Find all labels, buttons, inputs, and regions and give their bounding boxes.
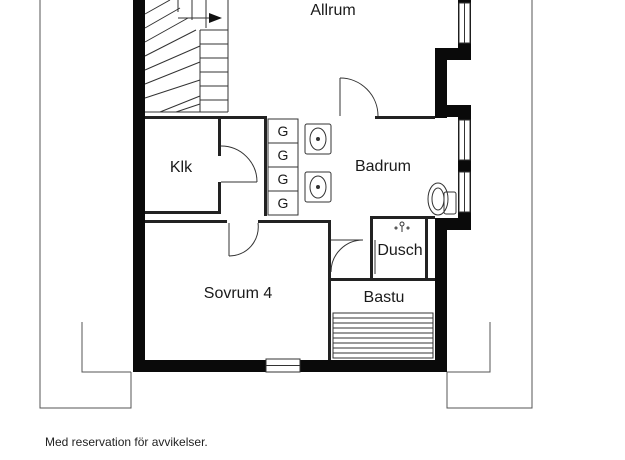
room-label-badrum: Badrum [355, 158, 411, 175]
sink-icon [309, 175, 327, 199]
sink-icon [309, 127, 327, 151]
cabinet-column [267, 118, 299, 216]
stair-direction-arrow [209, 13, 222, 23]
cabinet-label: G [278, 147, 289, 163]
room-label-bastu: Bastu [364, 289, 405, 306]
staircase [144, 0, 229, 113]
toilet-icon [427, 182, 457, 216]
exterior-walls [133, 0, 471, 372]
disclaimer-text: Med reservation för avvikelser. [45, 435, 208, 449]
cabinet-label: G [278, 171, 289, 187]
room-labels: Allrum Badrum Klk Dusch Sovrum 4 Bastu [170, 2, 423, 306]
room-label-dusch: Dusch [377, 242, 422, 259]
cabinet-labels: G G G G [278, 123, 289, 211]
door-swings [220, 77, 379, 274]
outer-outline [39, 0, 533, 409]
cabinet-label: G [278, 195, 289, 211]
room-label-allrum: Allrum [310, 2, 355, 19]
shower-head-icon [394, 221, 410, 232]
sauna-bench [332, 312, 434, 359]
interior-walls [145, 116, 435, 360]
cabinet-label: G [278, 123, 289, 139]
windows [265, 2, 471, 373]
room-label-klk: Klk [170, 159, 193, 176]
bathroom-fixtures [304, 123, 457, 232]
room-label-sovrum: Sovrum 4 [204, 285, 273, 302]
